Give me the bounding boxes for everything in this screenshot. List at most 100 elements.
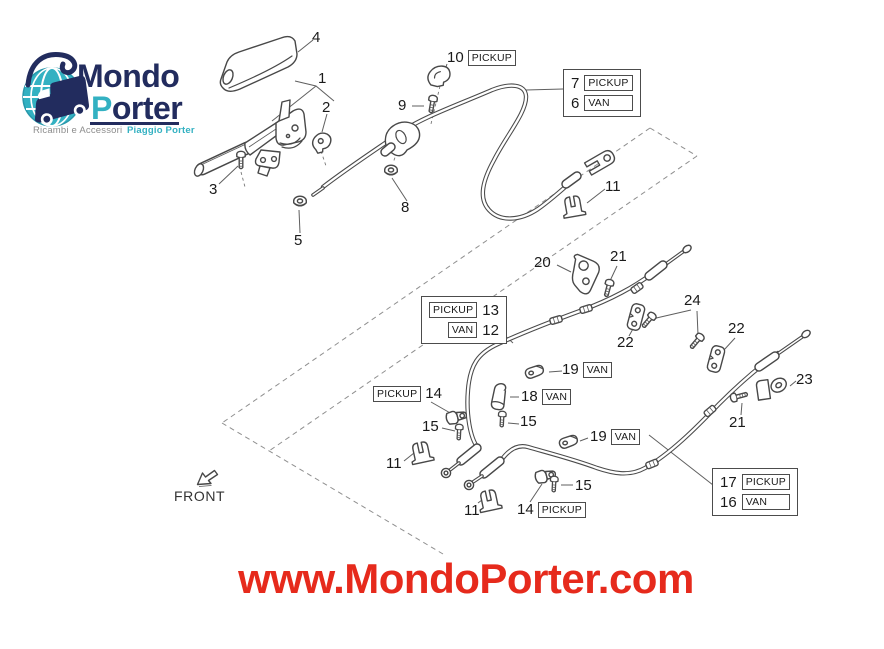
cable-front-fork-end — [561, 149, 616, 189]
part-ferrule — [548, 314, 564, 326]
adjuster-rear-left — [440, 443, 482, 479]
callout-24: 24 — [684, 292, 701, 309]
logo-initial: P — [91, 90, 112, 126]
callout-10: 10 — [447, 49, 464, 66]
callout-19: 19 — [590, 428, 607, 445]
part-clamp-19-bottom — [557, 434, 580, 450]
callout-23: 23 — [796, 371, 813, 388]
callout-11-bottom: 11 — [464, 502, 480, 519]
part-equalizer-20 — [571, 253, 600, 295]
part-bolt-24-b — [687, 331, 707, 352]
callout-pickup-14-top: PICKUP 14 — [373, 386, 442, 402]
pickup-tag: PICKUP — [537, 502, 586, 518]
callout-16: 16 — [720, 493, 737, 511]
part-ferrule — [629, 281, 645, 295]
leader-lines — [218, 39, 797, 504]
cable-front — [320, 83, 576, 221]
logo-wordmark-top: Mondo — [77, 58, 180, 94]
van-tag: VAN — [447, 322, 478, 338]
callout-10-pickup: 10 PICKUP — [447, 50, 516, 66]
callout-19-top-van: 19 VAN — [562, 362, 613, 378]
callout-3: 3 — [209, 181, 218, 198]
front-arrow-icon — [196, 469, 219, 487]
part-ferrule — [702, 403, 718, 419]
logo-wordmark-bottom: Porter — [91, 90, 183, 127]
adjuster-rear-right — [463, 456, 505, 491]
callout-20: 20 — [534, 254, 551, 271]
callout-22-left: 22 — [617, 334, 634, 351]
logo-rest: orter — [111, 90, 183, 126]
part-ferrule — [578, 303, 594, 315]
part-bolt-15-a — [454, 423, 464, 441]
part-hook-23 — [755, 377, 787, 401]
part-nut-5 — [293, 195, 307, 207]
part-clamp-10 — [427, 65, 451, 88]
callout-22-right: 22 — [728, 320, 745, 337]
front-label: FRONT — [174, 488, 226, 504]
callout-19-bottom-van: 19 VAN — [590, 428, 641, 445]
floor-plane-dashed — [221, 127, 698, 555]
callout-18-van: 18 VAN — [521, 388, 572, 405]
part-bolt-15-b — [497, 410, 507, 428]
callout-18: 18 — [521, 388, 538, 405]
callout-box-7-6: 7 PICKUP 6 VAN — [563, 69, 641, 117]
van-tag: VAN — [741, 494, 790, 510]
cable-rear-left — [465, 265, 663, 451]
part-clamp-2 — [311, 132, 332, 154]
pickup-tag: PICKUP — [429, 302, 478, 318]
callout-8: 8 — [401, 199, 410, 216]
part-grommet — [380, 121, 421, 157]
callout-11-left: 11 — [386, 455, 402, 472]
callout-box-17-16: 17 PICKUP 16 VAN — [712, 468, 798, 516]
callout-13: 13 — [482, 301, 499, 319]
part-nut-8 — [384, 164, 398, 176]
part-bracket-11-bottom — [475, 487, 503, 514]
logo-graphic — [22, 51, 90, 127]
website-url[interactable]: www.MondoPorter.com — [238, 555, 694, 602]
callout-box-13-12: PICKUP 13 VAN 12 — [421, 296, 507, 344]
callout-21-top: 21 — [610, 248, 627, 265]
van-icon — [34, 75, 90, 126]
part-clamp-19-top — [523, 364, 546, 380]
callout-9: 9 — [398, 97, 407, 114]
cable-rear-left-rod-end — [644, 244, 692, 281]
logo-tagline: Ricambi e Accessori — [33, 125, 123, 136]
callout-15-b: 15 — [520, 413, 537, 430]
callout-4: 4 — [312, 29, 321, 46]
part-bolt-15-c — [549, 475, 559, 493]
pickup-tag: PICKUP — [584, 75, 633, 91]
callout-21-bottom: 21 — [729, 414, 746, 431]
callout-6: 6 — [571, 94, 580, 112]
pickup-tag: PICKUP — [741, 474, 790, 490]
callout-14: 14 — [425, 385, 442, 402]
van-tag: VAN — [582, 362, 613, 378]
van-tag: VAN — [584, 95, 633, 111]
callout-7: 7 — [571, 74, 580, 92]
van-tag: VAN — [610, 429, 641, 445]
callout-2: 2 — [322, 99, 331, 116]
part-clamp-22-right — [705, 344, 727, 374]
logo-underline — [90, 122, 179, 125]
lever-grip-cover — [219, 35, 298, 92]
van-tag: VAN — [541, 389, 572, 405]
callout-15-c: 15 — [575, 477, 592, 494]
callout-5: 5 — [294, 232, 303, 249]
part-bolt-3 — [236, 150, 246, 170]
cable-rear-right-rod-end — [754, 329, 811, 372]
logo-tagline-brand: Piaggio Porter — [127, 125, 195, 136]
part-bracket-11-top — [559, 194, 587, 219]
part-bracket-11-left — [407, 439, 435, 466]
callout-14-pickup-bottom: 14 PICKUP — [517, 502, 586, 518]
part-clamp-14-top — [444, 407, 469, 427]
callout-15-a: 15 — [422, 418, 439, 435]
part-ferrule — [644, 458, 660, 470]
callout-11-top: 11 — [605, 178, 621, 195]
callout-17: 17 — [720, 473, 737, 491]
part-bracket-18 — [490, 383, 507, 411]
pickup-tag: PICKUP — [373, 386, 422, 402]
callout-14: 14 — [517, 501, 534, 518]
pickup-tag: PICKUP — [467, 50, 516, 66]
callout-1: 1 — [318, 70, 327, 87]
callout-12: 12 — [482, 321, 499, 339]
